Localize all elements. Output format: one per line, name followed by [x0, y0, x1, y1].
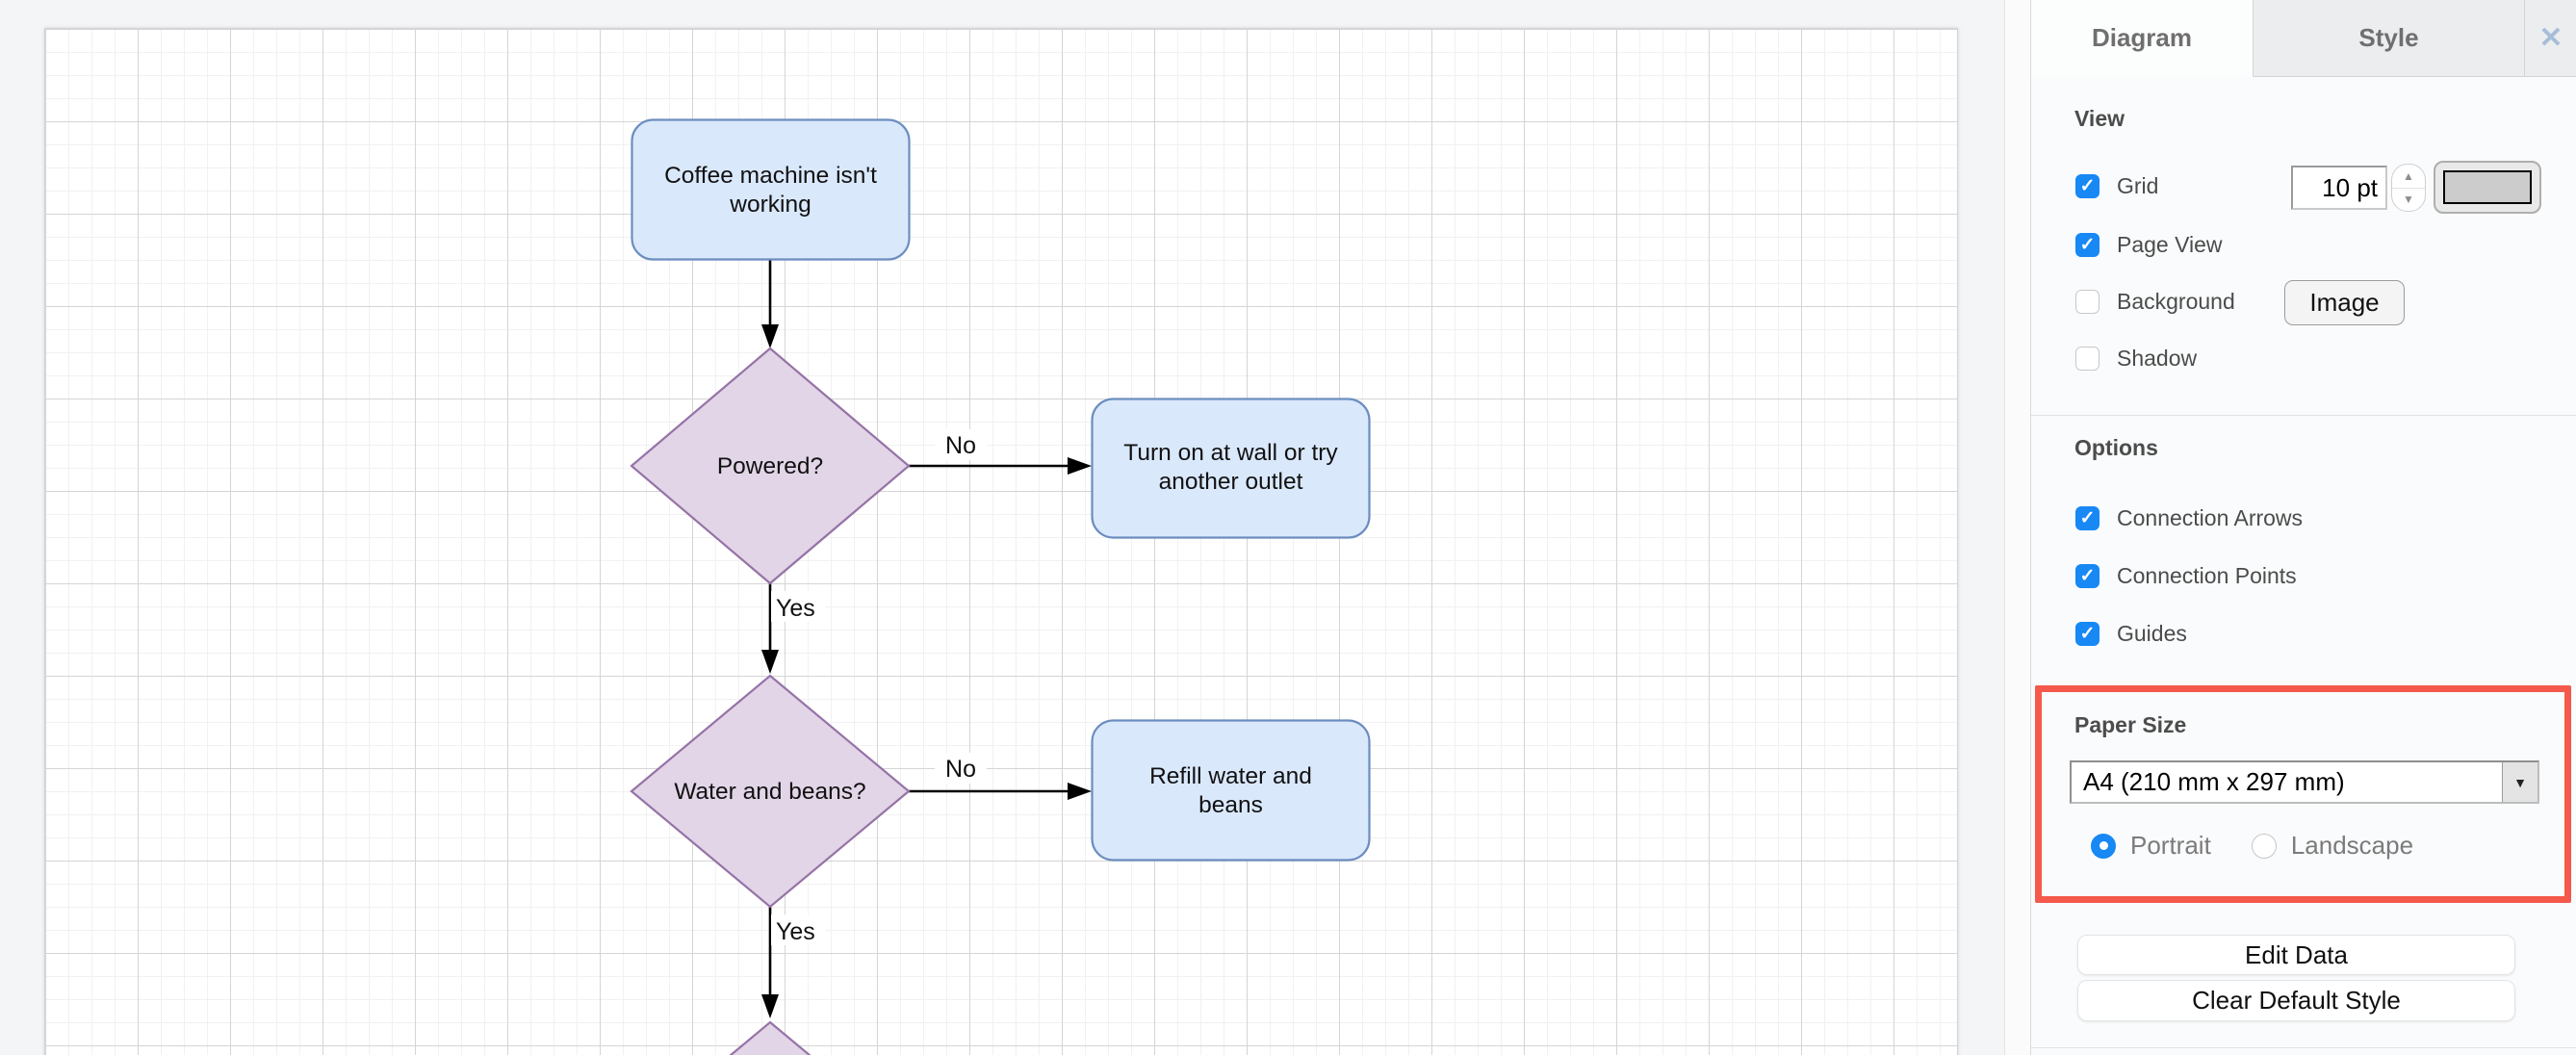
- arrowhead-icon: [1068, 457, 1092, 475]
- tab-diagram-label: Diagram: [2091, 23, 2193, 52]
- checkmark-icon: ✓: [2079, 176, 2096, 196]
- shadow-label: Shadow: [2117, 346, 2198, 371]
- edit-data-button[interactable]: Edit Data: [2077, 935, 2515, 975]
- checkmark-icon: ✓: [2079, 235, 2096, 255]
- diagram-canvas[interactable]: No Yes No Yes Coffee machine isn't worki…: [0, 0, 2004, 1055]
- radio-dot: [2099, 841, 2108, 850]
- arrowhead-icon: [761, 994, 779, 1018]
- page-view-checkbox[interactable]: ✓: [2075, 233, 2099, 257]
- grid-color-swatch: [2443, 170, 2532, 204]
- shadow-row: Shadow: [2075, 346, 2197, 372]
- grid-checkbox[interactable]: ✓: [2075, 174, 2099, 198]
- checkmark-icon: ✓: [2079, 624, 2096, 644]
- arrowhead-icon: [1068, 783, 1092, 800]
- svg-text:Water and beans?: Water and beans?: [674, 779, 865, 805]
- format-panel: Diagram Style ✕ View ✓ Grid 10 pt ▲ ▼: [2030, 0, 2576, 1055]
- node-turn-on[interactable]: Turn on at wall or try another outlet: [1091, 398, 1371, 539]
- node-water-beans[interactable]: Water and beans?: [630, 674, 911, 909]
- paper-size-value: A4 (210 mm x 297 mm): [2083, 767, 2345, 796]
- view-section-header: View: [2074, 106, 2125, 131]
- node-powered[interactable]: Powered?: [630, 347, 911, 585]
- edge-label-bg: [771, 591, 825, 622]
- tab-style[interactable]: Style: [2254, 0, 2525, 77]
- paper-size-header: Paper Size: [2074, 712, 2187, 737]
- svg-text:working: working: [729, 192, 811, 218]
- orientation-radio-group: Portrait Landscape: [2091, 831, 2414, 860]
- close-icon: ✕: [2538, 22, 2563, 54]
- section-divider: [2031, 415, 2576, 416]
- svg-text:Coffee machine isn't: Coffee machine isn't: [664, 163, 877, 189]
- edge-label-yes[interactable]: Yes: [776, 918, 815, 945]
- guides-checkbox[interactable]: ✓: [2075, 622, 2099, 646]
- edge-label-bg: [935, 753, 987, 784]
- edge-label-no[interactable]: No: [945, 432, 976, 459]
- clear-default-style-button[interactable]: Clear Default Style: [2077, 980, 2515, 1021]
- page-view-label: Page View: [2117, 232, 2223, 257]
- guides-row: ✓ Guides: [2075, 621, 2187, 647]
- svg-text:Turn on at wall or try: Turn on at wall or try: [1123, 440, 1338, 466]
- stepper-down-icon[interactable]: ▼: [2403, 193, 2414, 207]
- svg-text:Refill water and: Refill water and: [1149, 763, 1312, 789]
- connection-points-row: ✓ Connection Points: [2075, 563, 2297, 589]
- connection-points-checkbox[interactable]: ✓: [2075, 564, 2099, 588]
- drawing-page: [44, 28, 1958, 1055]
- grid-size-stepper[interactable]: ▲ ▼: [2391, 164, 2426, 212]
- background-checkbox[interactable]: [2075, 290, 2099, 314]
- background-row: Background: [2075, 289, 2235, 315]
- landscape-radio[interactable]: [2251, 833, 2277, 859]
- landscape-label: Landscape: [2290, 831, 2414, 860]
- guides-label: Guides: [2117, 621, 2187, 646]
- arrowhead-icon: [761, 650, 779, 674]
- edge-label-bg: [935, 429, 987, 460]
- svg-text:beans: beans: [1198, 792, 1263, 818]
- node-refill[interactable]: Refill water and beans: [1091, 719, 1371, 862]
- edge-label-bg: [771, 914, 825, 945]
- connection-arrows-label: Connection Arrows: [2117, 505, 2304, 530]
- arrowhead-icon: [761, 324, 779, 348]
- tab-diagram[interactable]: Diagram: [2031, 0, 2254, 77]
- close-panel-button[interactable]: ✕: [2525, 0, 2576, 77]
- background-image-button[interactable]: Image: [2284, 280, 2405, 325]
- dropdown-arrow-icon: ▼: [2513, 774, 2527, 790]
- flowchart: No Yes No Yes Coffee machine isn't worki…: [630, 118, 1371, 1055]
- portrait-radio[interactable]: [2091, 833, 2116, 859]
- page-view-row: ✓ Page View: [2075, 232, 2223, 258]
- svg-text:Powered?: Powered?: [717, 453, 823, 479]
- grid-size-input[interactable]: 10 pt: [2291, 166, 2387, 210]
- panel-tabs: Diagram Style ✕: [2031, 0, 2576, 77]
- edge-label-yes[interactable]: Yes: [776, 595, 815, 622]
- portrait-label: Portrait: [2130, 831, 2211, 860]
- select-arrow-button[interactable]: ▼: [2502, 762, 2537, 802]
- tab-style-label: Style: [2358, 23, 2419, 52]
- connection-points-label: Connection Points: [2117, 563, 2297, 588]
- background-label: Background: [2117, 289, 2235, 314]
- node-start[interactable]: Coffee machine isn't working: [631, 118, 911, 261]
- stepper-up-icon[interactable]: ▲: [2392, 165, 2425, 189]
- section-divider: [2031, 1047, 2576, 1048]
- grid-row: ✓ Grid: [2075, 173, 2158, 199]
- paper-size-select[interactable]: A4 (210 mm x 297 mm) ▼: [2070, 760, 2539, 804]
- options-section-header: Options: [2074, 435, 2158, 460]
- shadow-checkbox[interactable]: [2075, 347, 2099, 371]
- connection-arrows-checkbox[interactable]: ✓: [2075, 506, 2099, 530]
- grid-label: Grid: [2117, 173, 2159, 198]
- canvas-scrollbar[interactable]: [2004, 0, 2030, 1055]
- svg-text:another outlet: another outlet: [1159, 469, 1303, 495]
- checkmark-icon: ✓: [2079, 508, 2096, 528]
- connection-arrows-row: ✓ Connection Arrows: [2075, 505, 2303, 531]
- grid-color-button[interactable]: [2434, 161, 2541, 214]
- node-next-decision[interactable]: [631, 1020, 909, 1055]
- edge-label-no[interactable]: No: [945, 756, 976, 783]
- checkmark-icon: ✓: [2079, 566, 2096, 586]
